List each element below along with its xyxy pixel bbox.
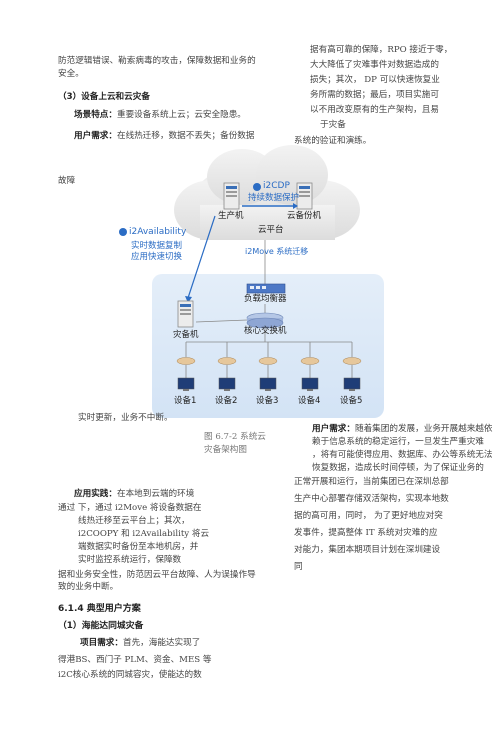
right-line-5: 以不用改变原有的生产架构，且易 — [310, 105, 439, 115]
i2cdp-logo-icon — [253, 183, 261, 191]
dr-host-label: 灾备机 — [173, 330, 199, 340]
availability-line-2: 应用快速切换 — [131, 252, 183, 262]
scene-text: 重要设备系统上云；云安全隐患。 — [116, 110, 246, 120]
core-switch-icon — [246, 312, 284, 329]
i2cdp-label: i2CDP — [263, 181, 290, 191]
right-tail: 系统的验证和演练。 — [294, 136, 372, 146]
practice-label: 应用实践： — [74, 489, 117, 499]
mid-right-line-2: 赖于信息系统的稳定运行，一旦发生严重灾难 — [312, 437, 484, 447]
left-fault-text: 故障 — [58, 176, 76, 186]
dr-server-icon — [177, 300, 194, 328]
mid-right-line-4: 恢复数据，造成长时间停顿，为了保证业务的 — [312, 463, 484, 473]
cloud-platform-label: 云平台 — [258, 225, 284, 235]
prod-host-label: 生产机 — [218, 211, 244, 221]
mid-right-line-6: 生产中心部署存储双活架构，实现本地数 — [294, 494, 449, 504]
mid-right-line-10: 同 — [294, 562, 303, 572]
right-line-6: 于灾备 — [320, 120, 346, 130]
scene-label: 场景特点： — [74, 110, 117, 120]
mid-right-row-1: 用户需求：随着集团的发展，业务开展越来越依 — [312, 424, 493, 434]
practice-line-2: 通过 下，通过 i2Move 将设备数据在 — [58, 503, 202, 513]
mid-right-line-8: 发事件，提高整体 IT 系统对灾难的应 — [294, 528, 438, 538]
device-branch-3 — [258, 342, 278, 391]
need-text: 在线热迁移，数据不丢失；备份数据 — [116, 131, 255, 141]
scene-row: 场景特点：重要设备系统上云；云安全隐患。 — [74, 110, 246, 120]
right-line-4: 务所需的数据；最后，项目实施可 — [310, 90, 439, 100]
device-label-3: 设备3 — [256, 396, 279, 406]
project-need-row: 项目需求：首先，海能达实现了 — [80, 638, 200, 648]
mid-right-line-5: 正常开展和运行，当前集团已在深圳总部 — [294, 477, 449, 487]
left-para-line-1: 防范逻辑错误、勒索病毒的攻击，保障数据和业务的 — [58, 56, 256, 66]
load-balancer-label: 负载均衡器 — [244, 294, 287, 304]
project-need-line-2: 得港BS、西门子 PLM、资金、MES 等 — [58, 655, 212, 665]
device-label-1: 设备1 — [174, 396, 197, 406]
project-need-label: 项目需求： — [80, 638, 123, 648]
left-para-line-2: 安全。 — [58, 69, 84, 79]
practice-row-1: 应用实践：在本地到云端的环境 — [74, 489, 194, 499]
practice-line-3: 线热迁移至云平台上；其次， — [78, 516, 190, 526]
section-6-1-4-heading: 6.1.4 典型用户方案 — [58, 604, 141, 614]
i2availability-label: i2Availability — [129, 227, 187, 237]
subsection-heading-1: （1）海能达同城灾备 — [58, 621, 144, 631]
right-line-3: 损失；其次， DP 可以快速恢复业 — [310, 75, 440, 85]
core-switch-label: 核心交换机 — [244, 326, 287, 336]
i2availability-logo-icon — [119, 228, 127, 236]
cloud-backup-host-label: 云备份机 — [287, 211, 322, 221]
device-label-5: 设备5 — [340, 396, 363, 406]
mid-left-text: 实时更新，业务不中断。 — [78, 413, 173, 423]
right-line-1: 据有高可靠的保障，RPO 接近于零， — [310, 45, 453, 55]
figure-caption-line-1: 图 6.7-2 系统云 — [204, 432, 266, 442]
device-branch-2 — [217, 342, 237, 391]
practice-tail-2: 致的业务中断。 — [58, 582, 119, 592]
mid-right-label: 用户需求： — [312, 424, 355, 434]
mid-right-line-3: ，将有可能使得应用、数据库、办公等系统无法 — [312, 450, 493, 460]
device-branch-1 — [176, 342, 196, 391]
right-line-2: 大大降低了灾难事件对数据造成的 — [310, 60, 439, 70]
device-branch-4 — [300, 342, 320, 391]
device-label-2: 设备2 — [215, 396, 238, 406]
production-server-icon — [223, 182, 240, 210]
project-need-line-1: 首先，海能达实现了 — [122, 638, 201, 648]
availability-line-1: 实时数据复制 — [131, 241, 183, 251]
mid-right-line-7: 据的高可用，同时， 为了更好地应对突 — [294, 511, 443, 521]
practice-line-1: 在本地到云端的环境 — [116, 489, 195, 499]
cloud-backup-server-icon — [296, 182, 313, 210]
load-balancer-icon — [246, 283, 286, 294]
cdp-action-label: 持续数据保护 — [248, 193, 300, 203]
need-label: 用户需求： — [74, 131, 117, 141]
device-label-4: 设备4 — [298, 396, 321, 406]
figure-caption-line-2: 灾备架构图 — [204, 445, 247, 455]
practice-line-4: i2COOPY 和 i2Availability 将云 — [78, 529, 210, 539]
move-row: i2Move 系统迁移 — [245, 247, 308, 257]
practice-line-6: 实时监控系统运行，保障数 — [78, 555, 182, 565]
mid-right-line-1: 随着集团的发展，业务开展越来越依 — [354, 424, 493, 434]
practice-tail-1: 据和业务安全性，防范因云平台故障、人为误操作导 — [58, 570, 256, 580]
mid-right-line-9: 对能力，集团本期项目计划在深圳建设 — [294, 545, 441, 555]
move-action-label: 系统迁移 — [276, 247, 309, 256]
section-heading-cloud: （3）设备上云和云灾备 — [58, 92, 150, 102]
move-product-label: i2Move — [245, 247, 274, 256]
practice-line-5: 端数据实时备份至本地机房，并 — [78, 542, 199, 552]
need-row: 用户需求：在线热迁移，数据不丢失；备份数据 — [74, 131, 255, 141]
device-branch-5 — [342, 342, 362, 391]
project-need-line-3: i2C核心系统的同城容灾，使能达的数 — [58, 670, 202, 680]
